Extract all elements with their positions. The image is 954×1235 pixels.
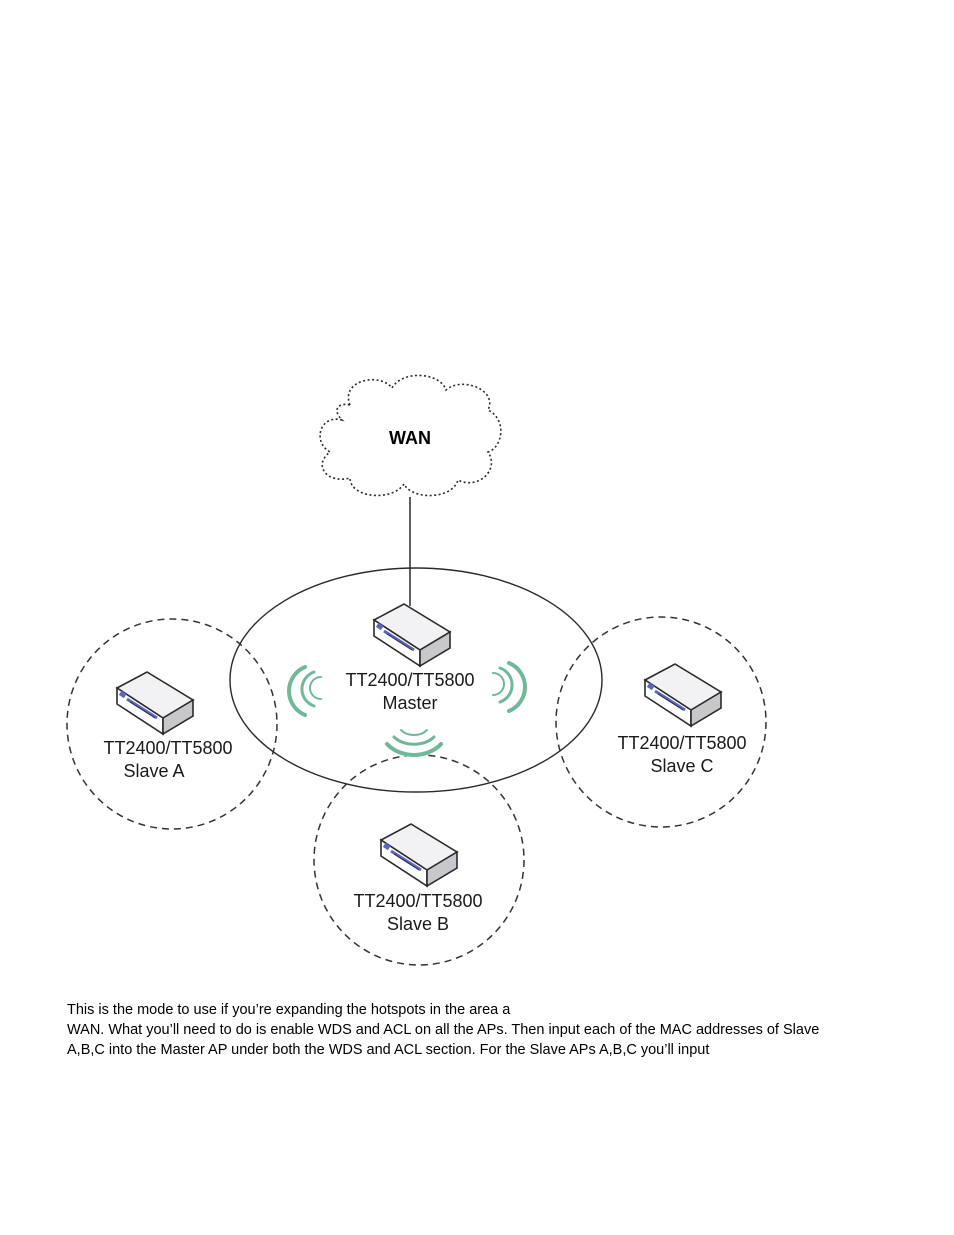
slave-a-role-label: Slave A [123,761,184,781]
slave-b-device-icon [379,822,459,888]
master-device-icon [372,602,452,668]
network-diagram: WAN TT2400/TT5800 Master TT2400/TT5800 S… [66,374,767,966]
master-model-label: TT2400/TT5800 [345,670,474,690]
signal-waves-left-icon [287,665,322,717]
description-line-1: This is the mode to use if you’re expand… [67,1002,511,1018]
slave-c-coverage [555,616,767,828]
slave-c-role-label: Slave C [650,756,713,776]
description-paragraph: This is the mode to use if you’re expand… [67,1000,897,1060]
wan-cloud: WAN [319,374,502,497]
wan-label: WAN [389,428,431,448]
signal-waves-bottom-icon [385,729,443,757]
slave-b-model-label: TT2400/TT5800 [353,891,482,911]
slave-b-role-label: Slave B [387,914,449,934]
slave-c-model-label: TT2400/TT5800 [617,733,746,753]
slave-a-device-icon [115,670,195,736]
description-line-2: WAN. What you’ll need to do is enable WD… [67,1022,820,1038]
slave-a-model-label: TT2400/TT5800 [103,738,232,758]
slave-a-coverage [66,618,278,830]
signal-waves-right-icon [492,661,527,713]
description-line-3: A,B,C into the Master AP under both the … [67,1042,710,1058]
slave-c-device-icon [643,662,723,728]
master-role-label: Master [382,693,437,713]
master-coverage [229,567,603,793]
